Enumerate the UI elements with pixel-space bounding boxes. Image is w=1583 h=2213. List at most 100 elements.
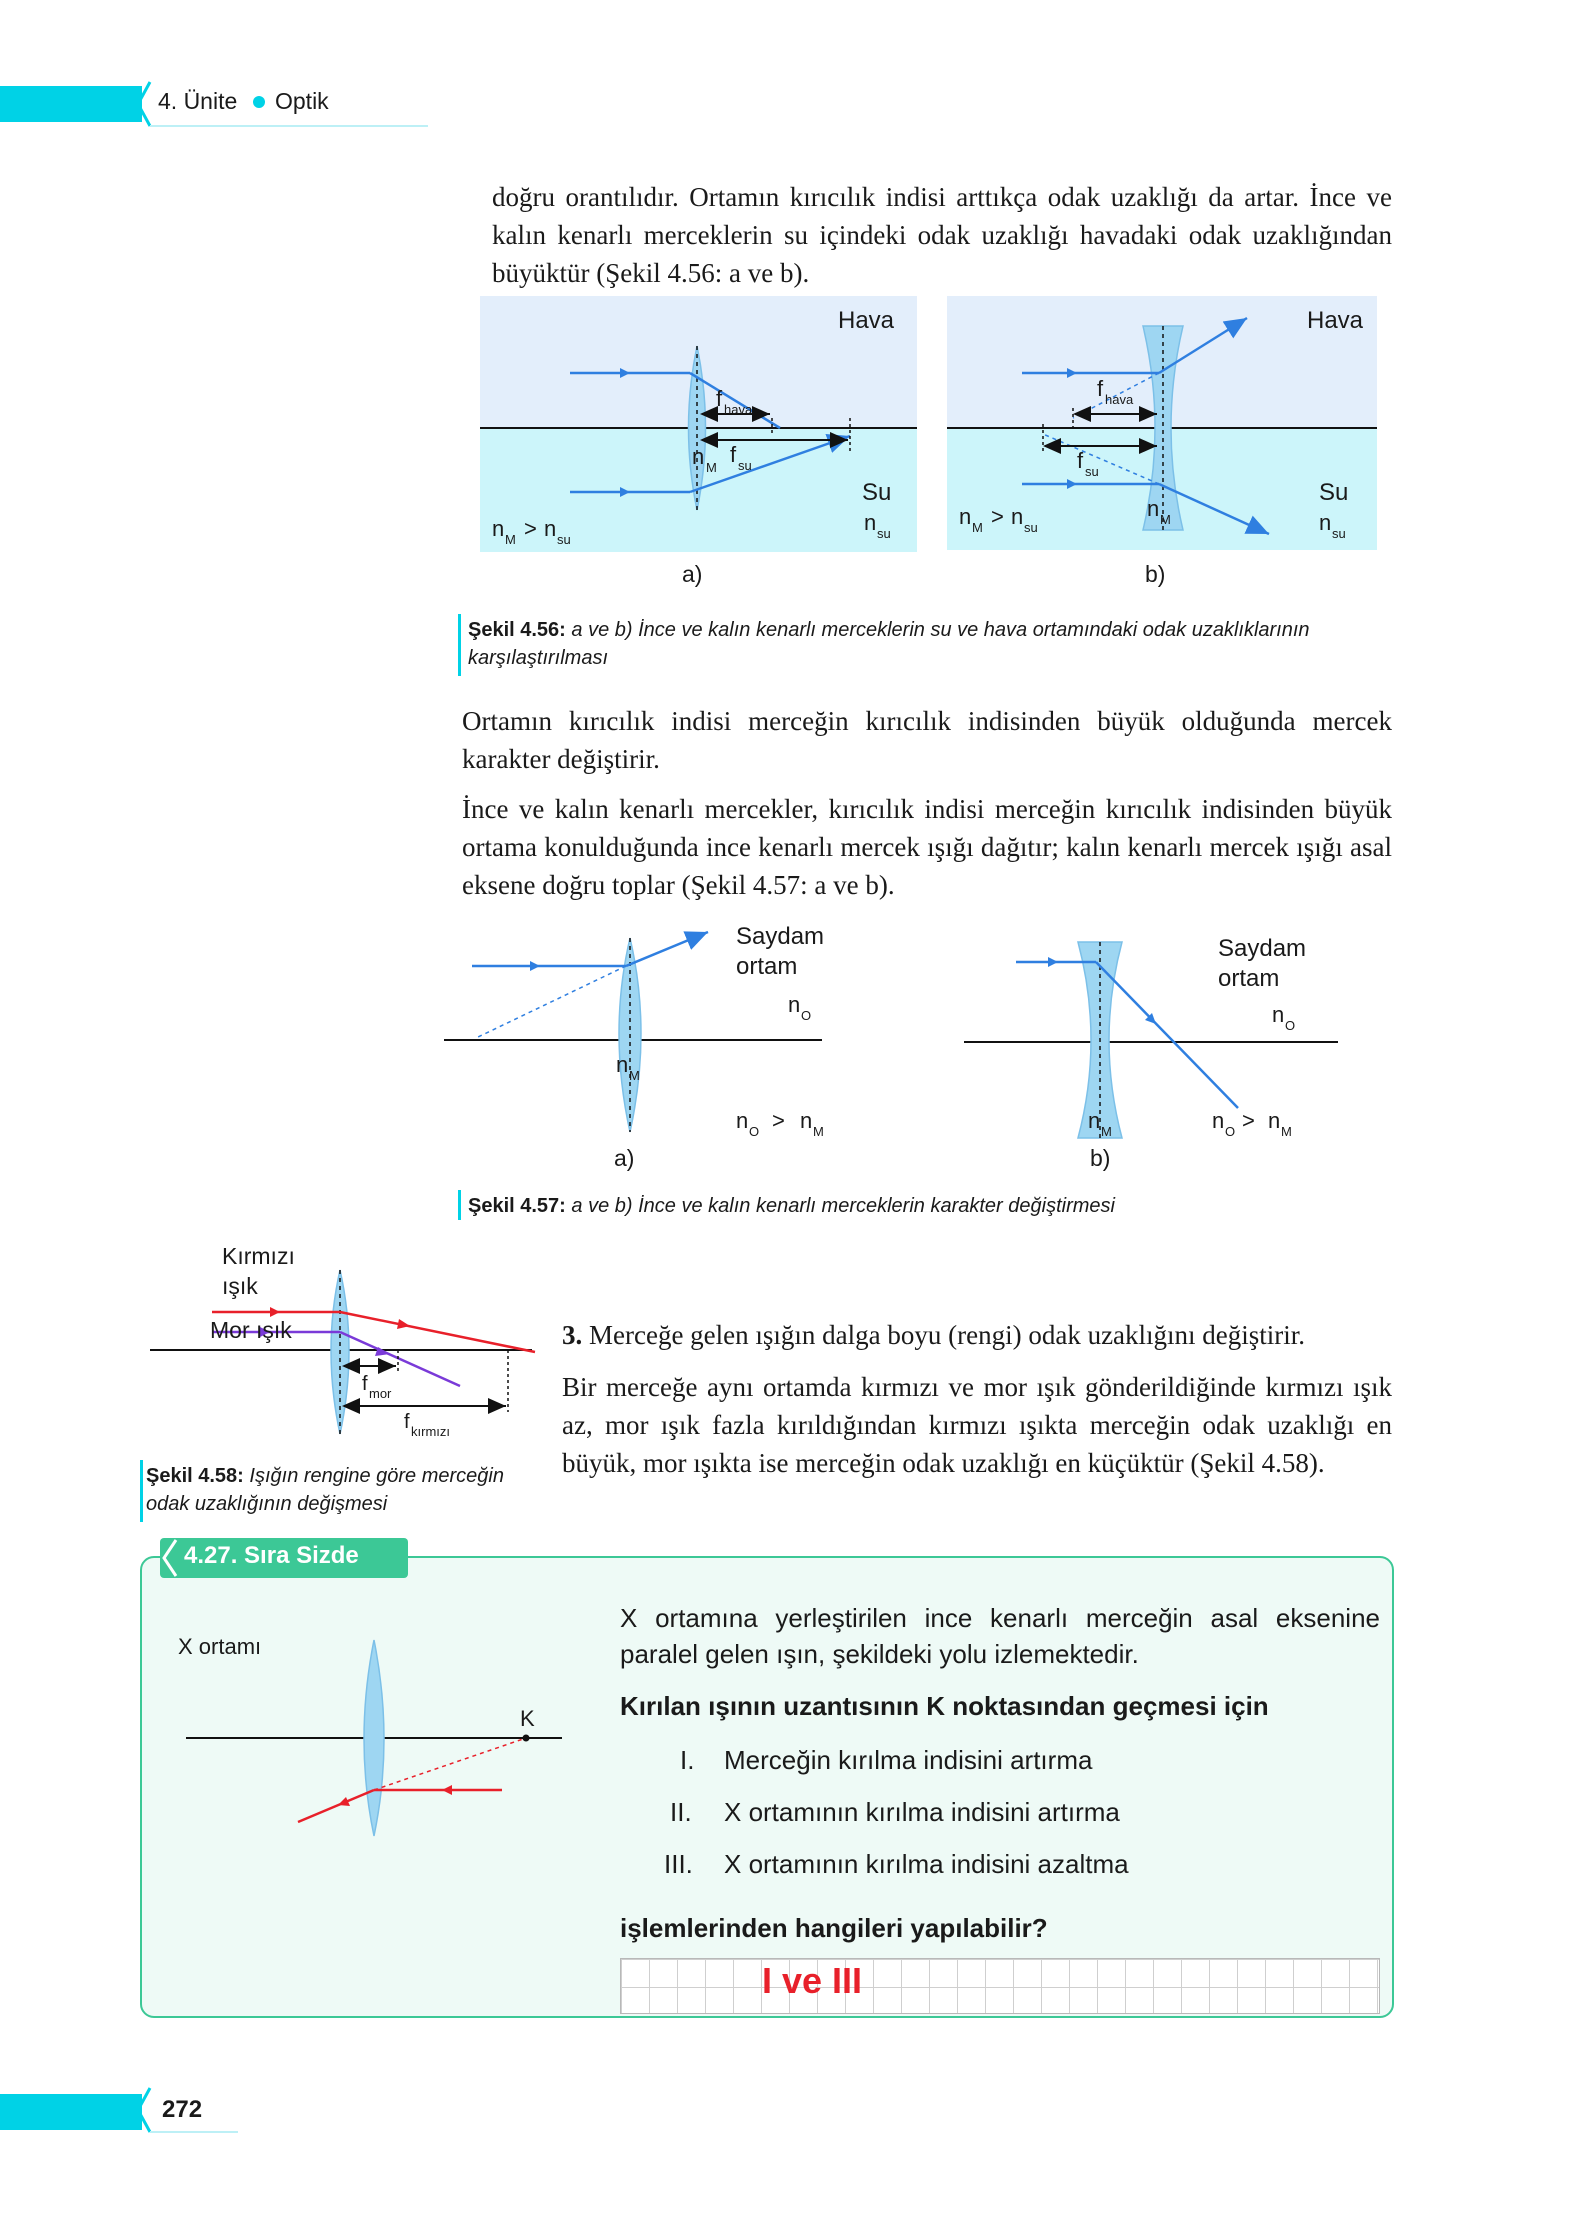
svg-text:n: n bbox=[544, 516, 556, 541]
svg-text:f: f bbox=[1097, 376, 1104, 401]
caption-4-56: Şekil 4.56: a ve b) İnce ve kalın kenarl… bbox=[468, 619, 1310, 669]
paragraph-2: Ortamın kırıcılık indisi merceğin kırıcı… bbox=[462, 706, 1392, 774]
figure-4-58: Kırmızı ışık Mor ışık f mor f kırmızı bbox=[150, 1243, 536, 1439]
svg-text:O: O bbox=[1225, 1124, 1235, 1139]
svg-text:n: n bbox=[1011, 504, 1023, 529]
paragraph-4: 3. Merceğe gelen ışığın dalga boyu (reng… bbox=[562, 1320, 1306, 1350]
svg-text:su: su bbox=[1024, 520, 1038, 535]
svg-text:M: M bbox=[706, 460, 717, 475]
svg-text:f: f bbox=[716, 386, 723, 411]
svg-text:n: n bbox=[864, 510, 876, 535]
svg-text:M: M bbox=[813, 1124, 824, 1139]
svg-text:M: M bbox=[1281, 1124, 1292, 1139]
svg-text:n: n bbox=[788, 992, 800, 1017]
svg-text:n: n bbox=[1212, 1108, 1224, 1133]
paragraph-3: İnce ve kalın kenarlı mercekler, kırıcıl… bbox=[462, 794, 1392, 900]
su-label-a: Su bbox=[862, 479, 891, 506]
option-1: I. Merceğin kırılma indisini artırma bbox=[680, 1745, 1093, 1775]
header-topic: Optik bbox=[275, 88, 329, 114]
caption-4-57: Şekil 4.57: a ve b) İnce ve kalın kenarl… bbox=[468, 1195, 1115, 1217]
svg-text:su: su bbox=[1085, 464, 1099, 479]
svg-text:M: M bbox=[1101, 1124, 1112, 1139]
exercise-closing: işlemlerinden hangileri yapılabilir? bbox=[620, 1913, 1048, 1943]
svg-text:Kırmızı: Kırmızı bbox=[222, 1243, 295, 1269]
caption-bar bbox=[458, 614, 461, 676]
answer-grid[interactable] bbox=[620, 1958, 1380, 2014]
svg-text:a): a) bbox=[614, 1145, 634, 1171]
svg-text:kırmızı: kırmızı bbox=[411, 1424, 450, 1439]
exercise-options: I. Merceğin kırılma indisini artırma II.… bbox=[620, 1742, 1380, 1898]
svg-text:n: n bbox=[616, 1052, 628, 1077]
svg-text:n: n bbox=[492, 516, 504, 541]
exercise-title: 4.27. Sıra Sizde bbox=[184, 1542, 359, 1569]
svg-text:Saydam: Saydam bbox=[736, 923, 824, 950]
svg-text:su: su bbox=[738, 458, 752, 473]
label-a: a) bbox=[682, 561, 702, 587]
svg-text:>: > bbox=[991, 504, 1004, 529]
svg-text:n: n bbox=[800, 1108, 812, 1133]
svg-text:n: n bbox=[1272, 1002, 1284, 1027]
header-bracket bbox=[136, 81, 428, 127]
svg-text:n: n bbox=[1088, 1108, 1100, 1133]
caption-bar bbox=[458, 1190, 461, 1220]
header-accent bbox=[0, 86, 142, 122]
svg-text:mor: mor bbox=[369, 1386, 392, 1401]
hava-label-b: Hava bbox=[1307, 307, 1364, 334]
fig457-panel-a: Saydam ortam n O n M n O > n M a) bbox=[444, 923, 824, 1171]
svg-text:M: M bbox=[1160, 512, 1171, 527]
caption-bar bbox=[140, 1460, 143, 1522]
exercise-lens bbox=[363, 1639, 385, 1837]
paragraph-5: Bir merceğe aynı ortamda kırmızı ve mor … bbox=[562, 1372, 1392, 1478]
figure-4-56: Hava f hava f su n M Su n su n M > n su … bbox=[480, 296, 1377, 587]
svg-text:M: M bbox=[629, 1068, 640, 1083]
svg-text:O: O bbox=[1285, 1018, 1295, 1033]
header-unit: 4. Ünite bbox=[158, 88, 238, 114]
svg-text:K: K bbox=[520, 1706, 535, 1731]
page-number: 272 bbox=[162, 2096, 203, 2123]
concave-lens bbox=[1142, 325, 1184, 531]
svg-text:X ortamı: X ortamı bbox=[178, 1634, 261, 1659]
label-b: b) bbox=[1145, 561, 1165, 587]
svg-text:Saydam: Saydam bbox=[1218, 935, 1306, 962]
svg-text:su: su bbox=[557, 532, 571, 547]
su-label-b: Su bbox=[1319, 479, 1348, 506]
fig456-panel-b: Hava f hava f su n M Su n su n M > n su … bbox=[947, 296, 1377, 587]
tab-chevron-icon bbox=[162, 1539, 178, 1577]
svg-text:ortam: ortam bbox=[1218, 965, 1279, 992]
svg-text:b): b) bbox=[1090, 1145, 1110, 1171]
svg-text:n: n bbox=[1268, 1108, 1280, 1133]
hava-label-a: Hava bbox=[838, 307, 895, 334]
svg-text:M: M bbox=[972, 520, 983, 535]
svg-text:O: O bbox=[801, 1008, 811, 1023]
fig456-panel-a: Hava f hava f su n M Su n su n M > n su … bbox=[480, 296, 917, 587]
option-3: III. X ortamının kırılma indisini azaltm… bbox=[664, 1849, 1129, 1879]
exercise-bold-question: Kırılan ışının uzantısının K noktasından… bbox=[620, 1691, 1269, 1721]
answer-text: I ve III bbox=[762, 1960, 863, 2001]
svg-text:ışık: ışık bbox=[222, 1273, 258, 1299]
svg-text:n: n bbox=[736, 1108, 748, 1133]
svg-text:hava: hava bbox=[1105, 392, 1134, 407]
bullet-dot-icon bbox=[253, 96, 265, 108]
exercise-box bbox=[140, 1556, 1394, 2018]
svg-text:Mor ışık: Mor ışık bbox=[210, 1317, 292, 1343]
svg-text:>: > bbox=[772, 1108, 785, 1133]
svg-text:>: > bbox=[1242, 1108, 1255, 1133]
svg-text:f: f bbox=[1077, 448, 1084, 473]
paragraph-1: doğru orantılıdır. Ortamın kırıcılık ind… bbox=[492, 182, 1392, 288]
option-2: II. X ortamının kırılma indisini artırma bbox=[670, 1797, 1120, 1827]
exercise-tab bbox=[160, 1538, 408, 1578]
svg-text:n: n bbox=[959, 504, 971, 529]
svg-text:n: n bbox=[1147, 496, 1159, 521]
exercise-figure: X ortamı K bbox=[178, 1634, 562, 1837]
fig457-panel-b: Saydam ortam n O n M n O > n M b) bbox=[964, 935, 1338, 1171]
svg-text:f: f bbox=[404, 1411, 410, 1433]
figure-4-57: Saydam ortam n O n M n O > n M a) Saydam… bbox=[444, 923, 1338, 1171]
svg-text:>: > bbox=[524, 516, 537, 541]
svg-text:f: f bbox=[362, 1373, 368, 1395]
svg-text:M: M bbox=[505, 532, 516, 547]
svg-text:su: su bbox=[877, 526, 891, 541]
exercise-question: X ortamına yerleştirilen ince kenarlı me… bbox=[620, 1603, 1380, 1669]
footer-accent bbox=[0, 2094, 142, 2130]
svg-text:hava: hava bbox=[724, 402, 753, 417]
svg-text:su: su bbox=[1332, 526, 1346, 541]
